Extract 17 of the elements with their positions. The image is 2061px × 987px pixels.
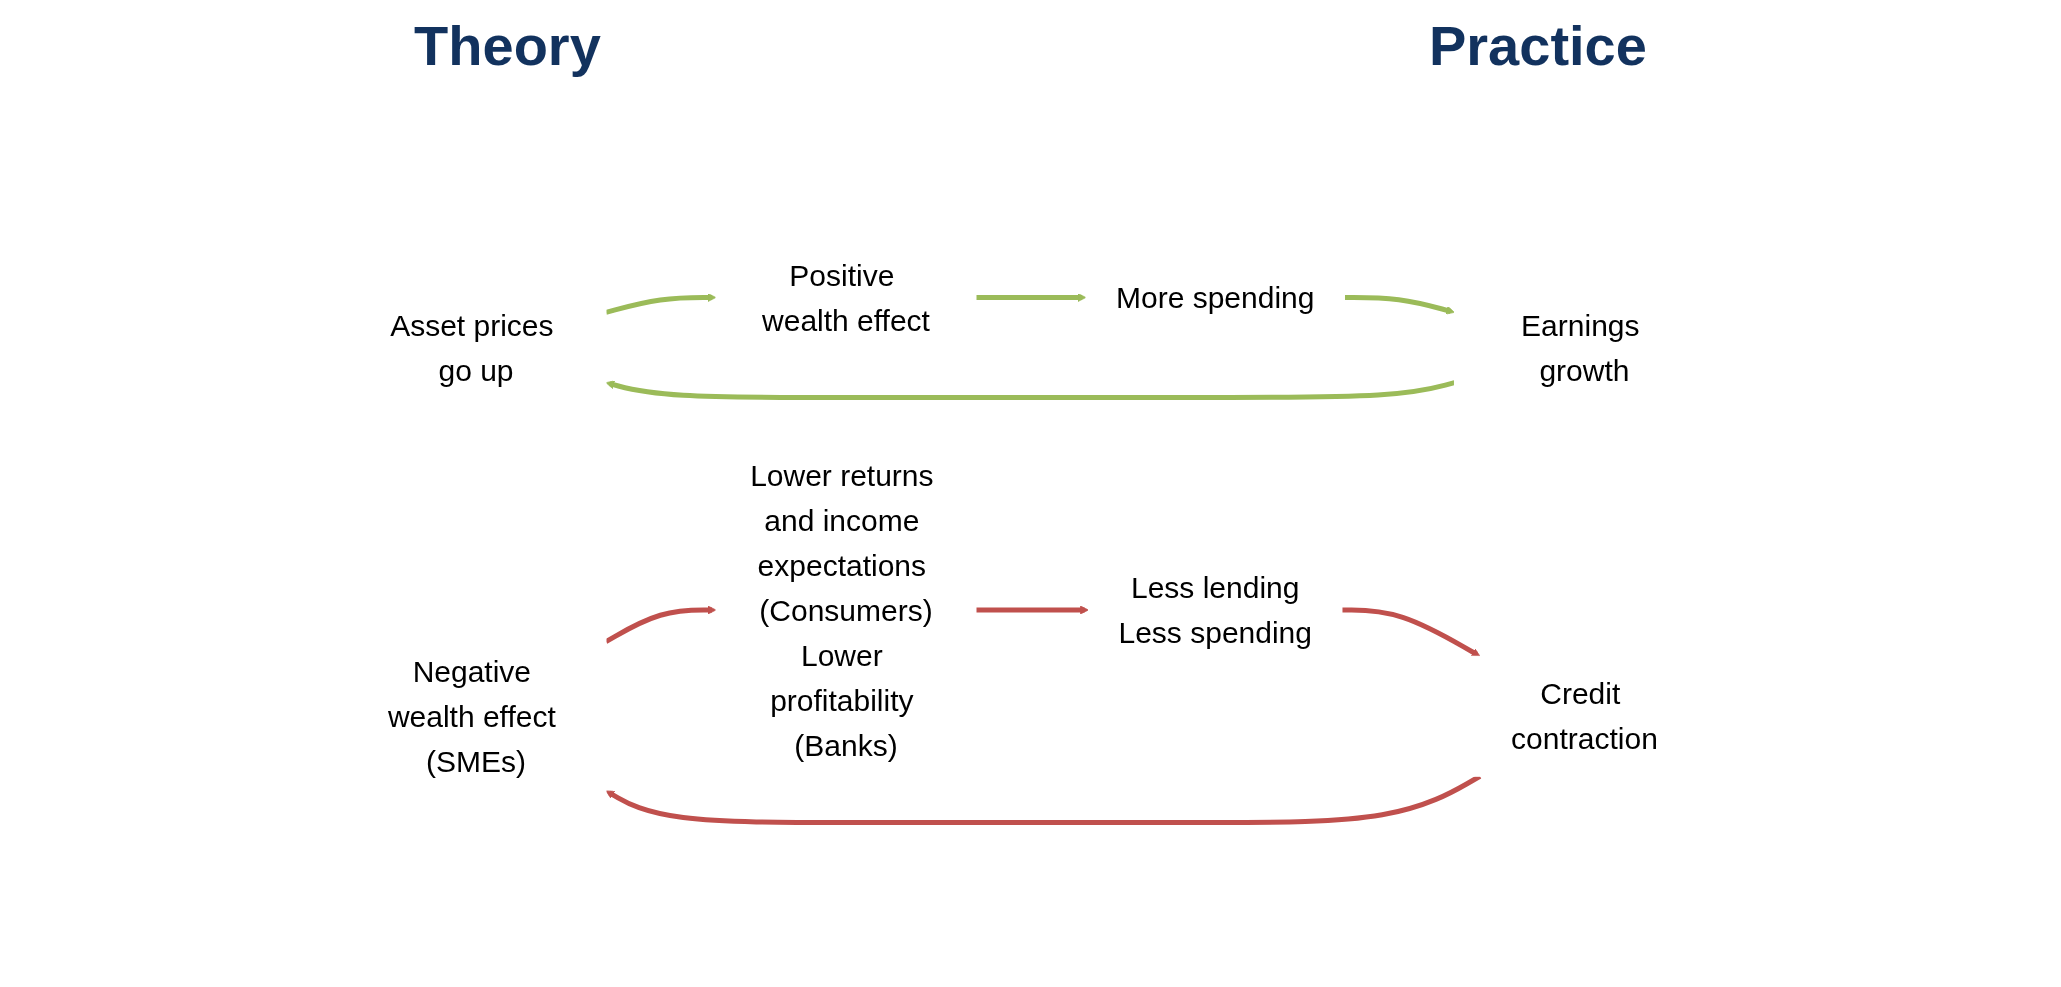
- arrow: [976, 605, 1090, 615]
- node-text: Asset prices go up: [390, 308, 554, 387]
- arrow: [1342, 607, 1481, 657]
- heading: Practice: [1428, 12, 1647, 78]
- arrow: [605, 605, 717, 644]
- node-text: Less lending Less spending: [1118, 571, 1313, 649]
- arrow: [605, 380, 1456, 400]
- node-text: Credit contraction: [1511, 677, 1659, 756]
- arrow: [605, 293, 717, 315]
- node-text: Positive wealth effect: [762, 258, 931, 337]
- node-text: Negative wealth effect (SMEs): [388, 654, 557, 778]
- node-text: Lower returns and income expectations (Consumers) Lower profitability (Banks): [750, 458, 934, 762]
- heading: Theory: [414, 12, 601, 78]
- node-text: More spending: [1116, 281, 1315, 314]
- arrow: [976, 293, 1087, 302]
- arrow: [1344, 295, 1456, 315]
- node-text: Earnings growth: [1521, 308, 1640, 387]
